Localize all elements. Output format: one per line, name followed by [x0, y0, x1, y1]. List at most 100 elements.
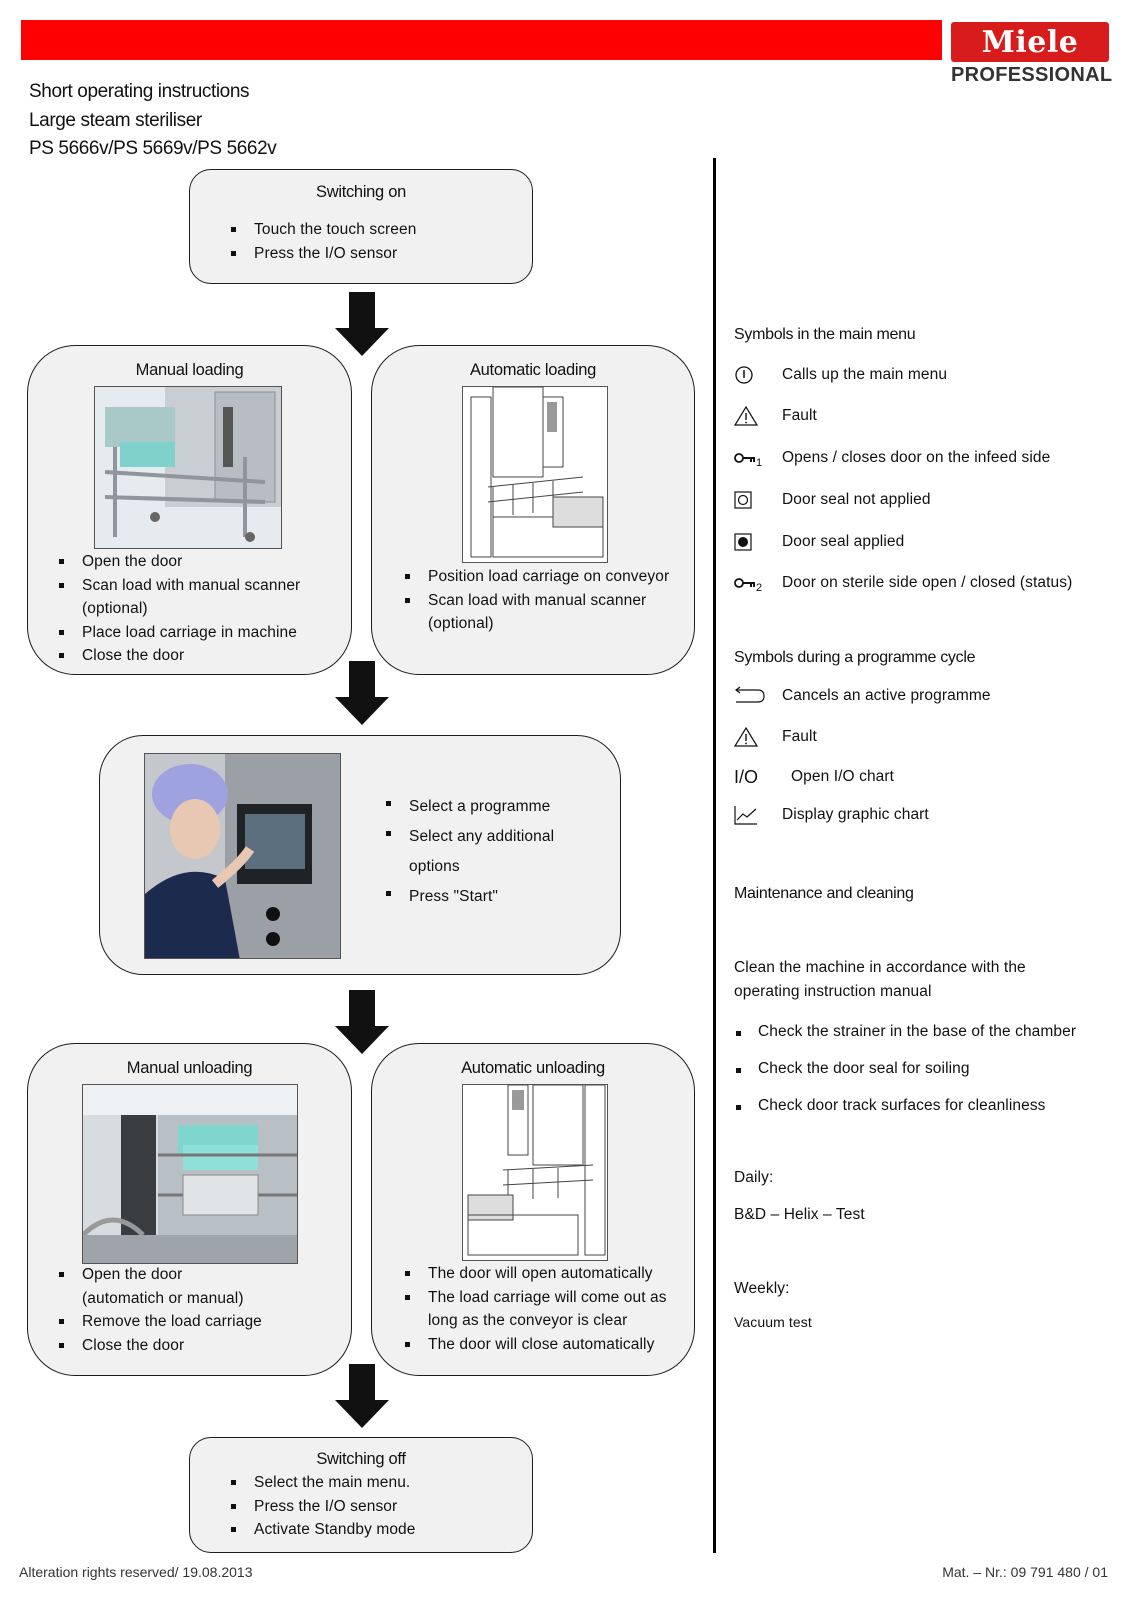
- switching-on-title: Switching on: [316, 183, 406, 201]
- document-title: Short operating instructions: [29, 81, 250, 102]
- switching-off-title: Switching off: [316, 1450, 406, 1468]
- daily-label: Daily:: [734, 1169, 774, 1186]
- list-item: Position load carriage on conveyor: [402, 565, 669, 589]
- maintenance-heading: Maintenance and cleaning: [734, 885, 914, 902]
- list-item-continuation: (optional): [428, 615, 494, 632]
- list-item-continuation: (automatich or manual): [82, 1289, 244, 1307]
- symbol-label: Cancels an active programme: [782, 687, 991, 704]
- io-symbol: I/O: [734, 766, 759, 787]
- header-red-bar: [21, 20, 942, 60]
- cancel-arrow-icon: [734, 685, 782, 707]
- symbols-main-heading: Symbols in the main menu: [734, 326, 916, 343]
- switching-on-box: Switching on Touch the touch screen Pres…: [189, 169, 533, 284]
- manual-unloading-photo: [82, 1084, 298, 1264]
- manual-unloading-title: Manual unloading: [126, 1059, 253, 1077]
- manual-loading-photo: [94, 386, 282, 549]
- programme-steps: Select a programme Select any additional…: [383, 792, 554, 912]
- symbol-row: Door seal not applied: [734, 487, 931, 513]
- warning-icon: [734, 405, 782, 427]
- footer-material-number: Mat. – Nr.: 09 791 480 / 01: [942, 1564, 1108, 1580]
- list-item: The door will close automatically: [402, 1333, 667, 1357]
- symbol-row: Calls up the main menu: [734, 362, 947, 388]
- list-item: Touch the touch screen: [228, 218, 416, 242]
- symbol-row: Cancels an active programme: [734, 683, 991, 709]
- list-item: The door will open automatically: [402, 1262, 667, 1286]
- power-icon: [734, 364, 782, 386]
- document-subtitle: Large steam steriliser: [29, 109, 202, 131]
- symbol-row: Door seal applied: [734, 529, 904, 555]
- symbol-row: Fault: [734, 403, 817, 429]
- manual-loading-box: Manual loading Open the door Scan load w…: [27, 345, 352, 675]
- symbol-row: Fault: [734, 724, 817, 750]
- column-divider: [713, 158, 716, 1553]
- list-item: Press "Start": [383, 882, 554, 912]
- programme-selection-box: Select a programme Select any additional…: [99, 735, 621, 975]
- maintenance-checklist: Check the strainer in the base of the ch…: [734, 1023, 1076, 1134]
- list-item: Place load carriage in machine: [56, 621, 300, 645]
- list-item: Check the strainer in the base of the ch…: [734, 1023, 1076, 1060]
- symbol-label: Fault: [782, 407, 817, 424]
- symbol-row: 1 Opens / closes door on the infeed side: [734, 445, 1050, 471]
- automatic-unloading-steps: The door will open automatically The loa…: [402, 1262, 667, 1356]
- key-index: 1: [756, 457, 763, 469]
- automatic-loading-drawing: [462, 386, 608, 563]
- symbol-row: Display graphic chart: [734, 802, 929, 828]
- maintenance-intro-line: operating instruction manual: [734, 982, 932, 1000]
- symbol-label: Opens / closes door on the infeed side: [782, 449, 1051, 466]
- logo-text: Miele: [981, 24, 1079, 60]
- automatic-loading-steps: Position load carriage on conveyor Scan …: [402, 565, 669, 636]
- switching-off-box: Switching off Select the main menu. Pres…: [189, 1437, 533, 1553]
- key-index: 2: [756, 582, 763, 594]
- automatic-unloading-title: Automatic unloading: [461, 1059, 605, 1077]
- list-item: The load carriage will come out as: [402, 1286, 667, 1310]
- symbol-label: Open I/O chart: [791, 768, 895, 785]
- seal-open-icon: [734, 489, 782, 511]
- symbols-cycle-heading: Symbols during a programme cycle: [734, 649, 976, 666]
- list-item-continuation: options: [409, 858, 460, 875]
- manual-loading-title: Manual loading: [135, 361, 244, 379]
- manual-loading-steps: Open the door Scan load with manual scan…: [56, 550, 300, 668]
- flow-arrow-down-icon: [335, 292, 389, 356]
- key-1-icon: 1: [734, 447, 782, 469]
- list-item: Activate Standby mode: [228, 1518, 416, 1542]
- model-numbers: PS 5666v/PS 5669v/PS 5662v: [29, 138, 277, 159]
- manual-unloading-steps: Open the door (automatich or manual) Rem…: [56, 1263, 262, 1357]
- symbol-label: Door seal applied: [782, 533, 905, 550]
- symbol-label: Fault: [782, 728, 817, 745]
- io-icon: I/O: [734, 766, 791, 788]
- manual-unloading-box: Manual unloading Open the door (automati…: [27, 1043, 352, 1376]
- automatic-unloading-drawing: [462, 1084, 608, 1261]
- list-item: Select any additional: [383, 822, 554, 852]
- symbol-row: 2 Door on sterile side open / closed (st…: [734, 570, 1072, 596]
- symbol-label: Door seal not applied: [782, 491, 931, 508]
- flow-arrow-down-icon: [335, 1364, 389, 1428]
- list-item: Press the I/O sensor: [228, 1495, 416, 1519]
- daily-value: B&D – Helix – Test: [734, 1206, 865, 1223]
- list-item: Scan load with manual scanner: [56, 574, 300, 598]
- symbol-label: Calls up the main menu: [782, 366, 948, 383]
- footer-alteration-note: Alteration rights reserved/ 19.08.2013: [19, 1564, 253, 1580]
- maintenance-intro-line: Clean the machine in accordance with the: [734, 959, 1026, 976]
- list-item: Select the main menu.: [228, 1471, 416, 1495]
- symbol-row: I/O Open I/O chart: [734, 764, 894, 790]
- flow-arrow-down-icon: [335, 661, 389, 725]
- graph-icon: [734, 804, 782, 826]
- weekly-label: Weekly:: [734, 1280, 790, 1297]
- warning-icon: [734, 726, 782, 748]
- switching-on-steps: Touch the touch screen Press the I/O sen…: [228, 218, 416, 265]
- automatic-unloading-box: Automatic unloading The door will open a…: [371, 1043, 695, 1376]
- list-item: Check door track surfaces for cleanlines…: [734, 1097, 1076, 1134]
- automatic-loading-title: Automatic loading: [469, 361, 597, 379]
- weekly-value: Vacuum test: [734, 1314, 812, 1330]
- list-item: Open the door: [56, 550, 300, 574]
- miele-logo: Miele: [951, 22, 1109, 62]
- document-titles: Short operating instructions Large steam…: [29, 78, 277, 164]
- automatic-loading-box: Automatic loading Position load carriage…: [371, 345, 695, 675]
- list-item: Scan load with manual scanner: [402, 589, 669, 613]
- key-2-icon: 2: [734, 572, 782, 594]
- flow-arrow-down-icon: [335, 990, 389, 1054]
- list-item: Press the I/O sensor: [228, 242, 416, 266]
- list-item: Check the door seal for soiling: [734, 1060, 1076, 1097]
- list-item: Remove the load carriage: [56, 1310, 262, 1334]
- list-item: Close the door: [56, 1334, 262, 1358]
